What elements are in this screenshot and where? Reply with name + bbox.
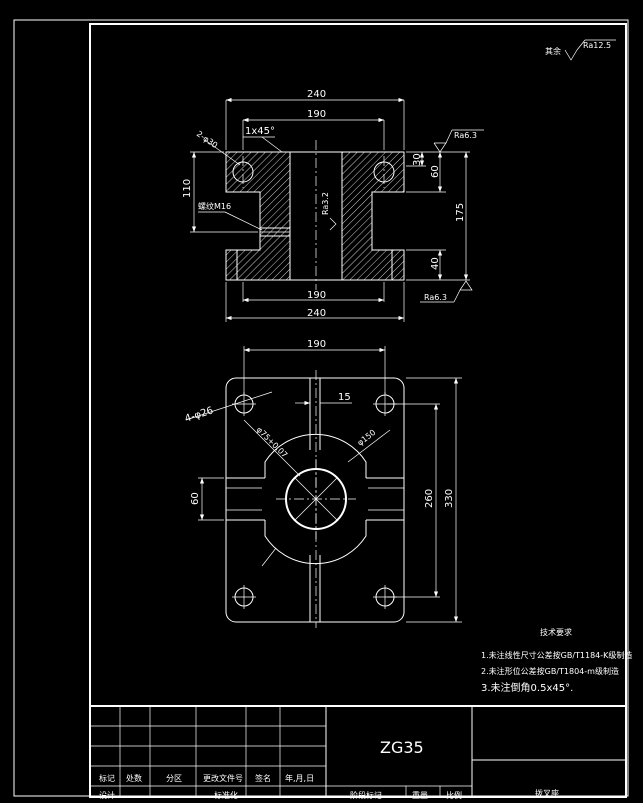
front-holes-note: 2-φ30: [195, 129, 219, 150]
tech-req-title: 技术要求: [540, 627, 572, 637]
front-dim-60: 60: [430, 165, 441, 178]
tech-req-item-3: 3.未注倒角0.5x45°.: [481, 681, 573, 694]
front-view: 240 190 1x45° 2-φ30 110 螺纹M16 Ra3.2 30 6…: [182, 89, 484, 322]
top-view: 190 15 4-φ26 φ75+0.07 φ150 60 260 330: [184, 339, 462, 628]
part-name: 拨叉座: [535, 788, 559, 798]
material-label: ZG35: [380, 738, 424, 757]
tb-label-2: 分区: [166, 774, 182, 783]
top-dim-330: 330: [444, 489, 455, 508]
tech-req-item-1: 1.未注线性尺寸公差按GB/T1184-K级制造: [481, 650, 632, 660]
front-dim-240-top: 240: [307, 89, 326, 100]
front-dim-190-top: 190: [307, 109, 326, 120]
thread-note: 螺纹M16: [198, 201, 231, 211]
outer-dim-150: φ150: [356, 428, 378, 448]
front-roughness-bottom: Ra6.3: [424, 293, 447, 302]
top-dim-60: 60: [190, 492, 201, 505]
tb-bottom-4: 比例: [446, 790, 462, 800]
surface-finish-note: 其余 Ra12.5: [545, 39, 616, 61]
top-dim-260: 260: [424, 489, 435, 508]
tb-label-1: 处数: [126, 773, 142, 783]
tb-bottom-2: 阶段标记: [350, 790, 382, 800]
surface-note-label: 其余: [545, 46, 561, 56]
front-dim-110: 110: [182, 179, 193, 198]
front-roughness-top: Ra6.3: [454, 131, 477, 140]
tb-label-0: 标记: [99, 773, 115, 783]
front-dim-190-bottom: 190: [307, 290, 326, 301]
front-dim-175: 175: [455, 203, 466, 222]
inner-frame: [89, 23, 627, 798]
top-dim-15: 15: [338, 392, 351, 403]
tb-label-4: 签名: [255, 773, 271, 783]
front-dim-240-bottom: 240: [307, 308, 326, 319]
tb-bottom-1: 标准化: [214, 790, 238, 800]
tech-requirements: 技术要求 1.未注线性尺寸公差按GB/T1184-K级制造 2.未注形位公差按G…: [481, 627, 632, 694]
outer-border: [13, 19, 629, 797]
chamfer-label: 1x45°: [245, 126, 275, 137]
surface-roughness-value: Ra12.5: [583, 41, 611, 50]
top-dim-190: 190: [307, 339, 326, 350]
front-dim-40: 40: [430, 257, 441, 270]
tb-bottom-0: 设计: [99, 790, 115, 800]
bore-dim: φ75+0.07: [255, 425, 290, 460]
front-dim-30: 30: [412, 153, 423, 166]
title-block: 标记 处数 分区 更改文件号 签名 年,月,日 设计 标准化 阶段标记 重量 比…: [90, 705, 626, 800]
tech-req-item-2: 2.未注形位公差按GB/T1804-m级制造: [481, 666, 619, 676]
top-holes-note: 4-φ26: [184, 405, 215, 425]
bore-roughness: Ra3.2: [321, 192, 330, 215]
tb-bottom-3: 重量: [412, 790, 428, 800]
tb-label-3: 更改文件号: [203, 773, 243, 783]
tb-label-5: 年,月,日: [285, 773, 314, 783]
